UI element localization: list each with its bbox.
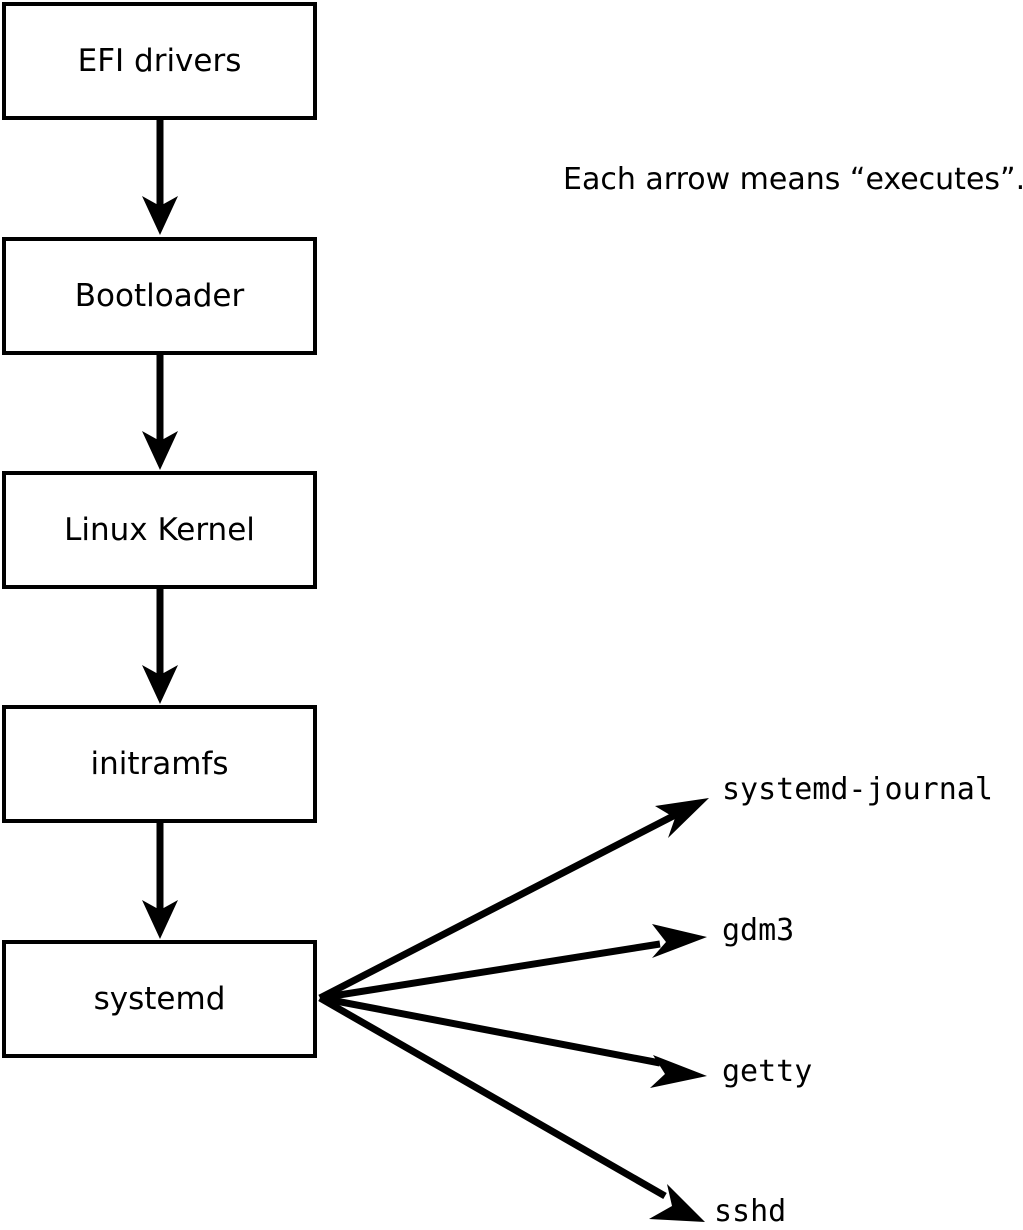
node-systemd[interactable]: systemd	[2, 940, 317, 1058]
node-label-initramfs: initramfs	[90, 745, 229, 782]
arrowhead-icon	[649, 1184, 705, 1222]
edge-systemd-to-getty	[319, 994, 707, 1088]
edge-systemd-to-gdm3	[319, 924, 707, 1002]
edge-systemd-to-journal	[318, 798, 709, 1002]
arrowhead-icon	[650, 1055, 707, 1088]
legend-note: Each arrow means “executes”.	[563, 162, 1023, 197]
edge-systemd-to-sshd	[318, 994, 705, 1222]
node-bootloader[interactable]: Bootloader	[2, 237, 317, 355]
leaf-label-systemd-journal[interactable]: systemd-journal	[722, 772, 993, 807]
arrowhead-icon	[142, 665, 178, 704]
node-label-systemd: systemd	[93, 980, 226, 1017]
edge-bootloader-to-kernel	[142, 355, 178, 470]
arrowhead-icon	[142, 196, 178, 235]
arrowhead-icon	[142, 431, 178, 470]
node-initramfs[interactable]: initramfs	[2, 705, 317, 823]
node-efi-drivers[interactable]: EFI drivers	[2, 2, 317, 120]
arrowhead-icon	[655, 798, 709, 838]
arrowhead-icon	[652, 924, 707, 958]
node-label-linux-kernel: Linux Kernel	[64, 511, 255, 548]
node-label-bootloader: Bootloader	[74, 277, 245, 314]
arrowhead-icon	[142, 900, 178, 939]
node-linux-kernel[interactable]: Linux Kernel	[2, 471, 317, 589]
leaf-label-sshd[interactable]: sshd	[714, 1194, 787, 1229]
edge-initramfs-to-systemd	[142, 823, 178, 939]
leaf-label-gdm3[interactable]: gdm3	[722, 913, 795, 948]
leaf-label-getty[interactable]: getty	[722, 1054, 813, 1089]
node-label-efi-drivers: EFI drivers	[77, 42, 242, 79]
edge-efi-to-bootloader	[142, 120, 178, 235]
edge-kernel-to-initramfs	[142, 589, 178, 704]
